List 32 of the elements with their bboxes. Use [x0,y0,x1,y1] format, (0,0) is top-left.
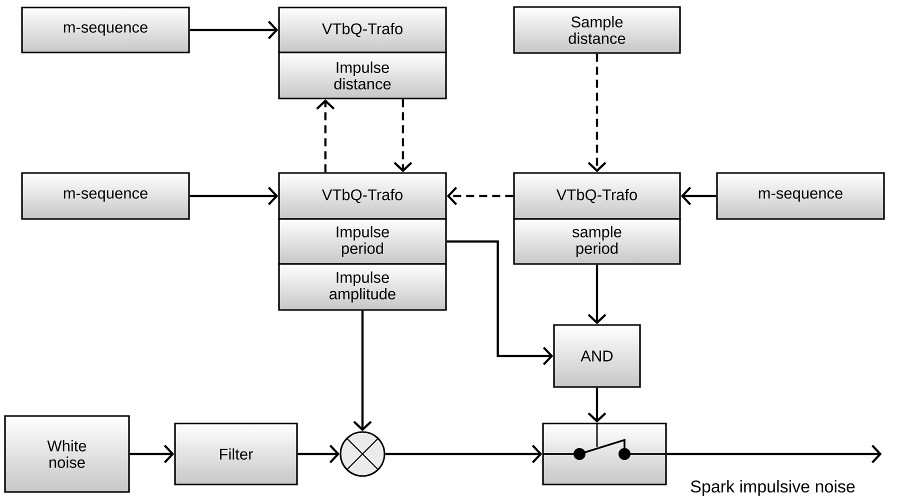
arrow [588,388,606,423]
logic-gate-box: AND [553,324,641,388]
dashed-arrow [446,186,514,206]
dashed-arrow [316,99,335,172]
arrow [130,444,174,464]
process-box: White noise [4,415,130,493]
parameter-cell: Impulse distance [278,52,447,100]
process-box: Filter [174,422,298,486]
parameter-cell: sample period [513,218,681,265]
multiplier-circle [340,431,386,477]
header-cell: VTbQ-Trafo [278,6,447,54]
arrow [190,20,278,40]
arrow [385,444,542,464]
process-box: m-sequence [21,6,190,54]
parameter-cell: Impulse period [278,218,447,265]
dashed-arrow [588,54,606,172]
arrow [588,264,606,324]
arrow [666,444,882,464]
header-cell: VTbQ-Trafo [278,172,447,220]
switch-box [542,422,667,486]
parameter-cell: Impulse amplitude [278,263,447,311]
header-cell: VTbQ-Trafo [513,172,681,220]
edge-label: Spark impulsive noise [689,479,856,497]
process-box: m-sequence [21,172,190,220]
process-box: Sample distance [513,6,681,54]
arrow [446,240,554,366]
dashed-arrow [394,99,412,172]
process-box: m-sequence [716,172,885,220]
arrow [353,310,372,432]
arrow [680,186,716,206]
arrow [298,444,340,464]
arrow [190,186,278,206]
